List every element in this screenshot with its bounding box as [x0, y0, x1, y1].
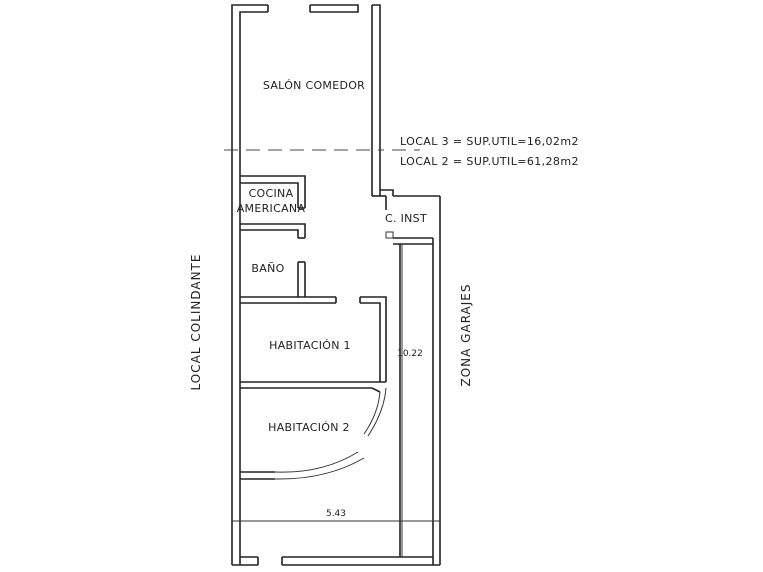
dimension-length-label: 10.22: [397, 349, 423, 359]
side-label-zona-garajes: ZONA GARAJES: [459, 284, 473, 387]
room-label-habitacion-2: HABITACIÓN 2: [268, 421, 350, 434]
dimension-width-label: 5.43: [326, 509, 346, 519]
local-2-surface-note: LOCAL 2 = SUP.UTIL=61,28m2: [400, 155, 579, 168]
room-label-habitacion-1: HABITACIÓN 1: [269, 339, 351, 352]
outer-walls: [231, 4, 441, 566]
side-label-local-colindante: LOCAL COLINDANTE: [189, 254, 203, 391]
dimension-lines: [232, 244, 440, 557]
room-label-c-inst: C. INST: [385, 212, 427, 225]
room-label-americana: AMERICANA: [237, 202, 306, 215]
room-label-cocina: COCINA: [249, 187, 294, 200]
room-label-bano: BAÑO: [251, 262, 284, 275]
local-3-surface-note: LOCAL 3 = SUP.UTIL=16,02m2: [400, 135, 579, 148]
room-label-salon: SALÓN COMEDOR: [263, 79, 365, 92]
interior-walls: [240, 175, 433, 557]
door-swings: [274, 387, 387, 480]
